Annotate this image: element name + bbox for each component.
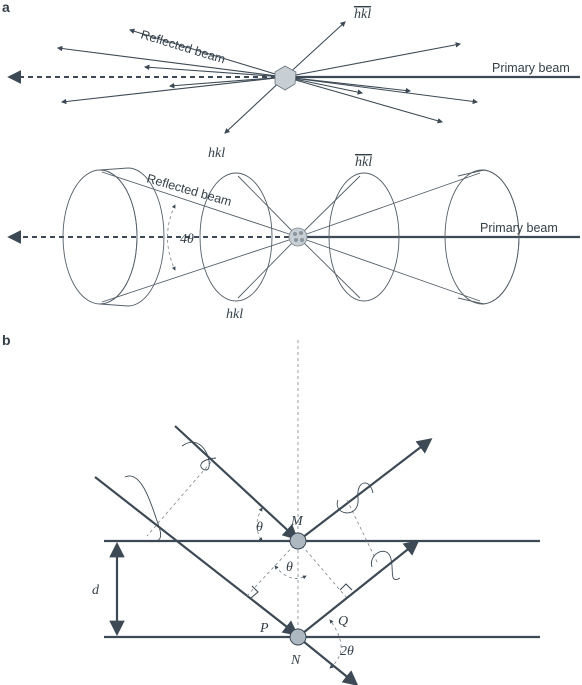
hkl-bar-label: hkl xyxy=(355,155,372,170)
scattered-ray xyxy=(284,42,462,78)
cone-edge xyxy=(297,172,481,238)
scattered-ray xyxy=(284,76,479,105)
theta-arc-inner xyxy=(274,565,307,580)
incident-ray-lower xyxy=(94,476,299,636)
atom-n xyxy=(289,628,307,646)
point-m-label: M xyxy=(290,514,304,529)
scattered-ray xyxy=(60,76,286,105)
cone-base-rim xyxy=(481,169,520,305)
path-difference-dashed xyxy=(244,540,299,599)
scattered-ray xyxy=(284,76,444,124)
right-angle-marker xyxy=(339,583,353,591)
four-theta-arc xyxy=(167,204,176,271)
panel-a-letter: a xyxy=(2,0,10,15)
scattered-ray xyxy=(284,76,412,94)
cone-edge xyxy=(297,175,361,238)
d-label: d xyxy=(92,583,100,598)
panel-b-letter: b xyxy=(2,332,11,348)
scattered-ray xyxy=(143,64,286,78)
hkl-label: hkl xyxy=(226,307,243,322)
hkl-bar-ray xyxy=(284,21,346,78)
scattered-ray xyxy=(56,45,286,78)
theta-inner-label: θ xyxy=(286,560,293,575)
cone-edge xyxy=(101,171,299,238)
hkl-bar-label: hkl xyxy=(354,7,371,22)
reflected-ray-upper xyxy=(297,438,433,542)
hkl-label: hkl xyxy=(208,146,225,161)
right-angle-marker xyxy=(250,585,259,599)
reflected-beam-ray xyxy=(128,28,286,78)
point-p-label: P xyxy=(259,621,269,636)
crystal-icon xyxy=(274,65,297,91)
waveform-icon xyxy=(336,482,374,514)
point-n-label: N xyxy=(290,653,301,668)
two-theta-label: 2θ xyxy=(340,644,354,659)
polycrystal-icon xyxy=(288,227,308,247)
cone-rim-edge xyxy=(457,297,485,305)
hkl-ray xyxy=(224,76,286,134)
waveform-icon xyxy=(370,550,401,580)
cone-base-rim xyxy=(99,169,138,305)
waveform-icon xyxy=(181,442,217,471)
cone-back-rim xyxy=(127,167,165,307)
path-difference-dashed xyxy=(297,540,347,598)
scattered-ray xyxy=(168,76,286,89)
cone-edge xyxy=(101,236,299,303)
panel-b-bragg: d θ θ 2θ M N P Q xyxy=(92,340,540,685)
reflected-beam-label: Reflected beam xyxy=(139,27,227,66)
cone-base-ellipse xyxy=(328,172,400,302)
panel-a-bottom-cones: 4θ Reflected beam Primary beam hkl hkl xyxy=(7,155,580,322)
cone-rim-edge xyxy=(99,167,129,171)
four-theta-label: 4θ xyxy=(180,232,194,247)
cone-rim-edge xyxy=(457,169,485,177)
primary-beam-label: Primary beam xyxy=(480,221,558,235)
theta-arc-incident xyxy=(256,507,263,542)
atom-m xyxy=(289,532,307,550)
wavefront-dashed xyxy=(146,461,212,537)
cone-rim-edge xyxy=(99,303,129,307)
cone-edge xyxy=(297,236,361,299)
wavefront-dashed xyxy=(346,499,379,565)
waveform-icon xyxy=(124,475,162,543)
point-q-label: Q xyxy=(338,614,348,629)
scattered-ray xyxy=(284,76,364,95)
panel-a-top-scatter: Reflected beam Primary beam hkl hkl xyxy=(7,7,580,161)
cone-edge xyxy=(297,236,481,302)
theta-incident-label: θ xyxy=(256,520,263,535)
primary-beam-label: Primary beam xyxy=(492,61,570,75)
cone-base-ellipse xyxy=(199,172,273,302)
two-theta-arc xyxy=(329,619,342,669)
transmitted-continuation xyxy=(297,636,359,685)
incident-ray-upper xyxy=(174,425,299,541)
reflected-ray-lower xyxy=(297,540,420,638)
